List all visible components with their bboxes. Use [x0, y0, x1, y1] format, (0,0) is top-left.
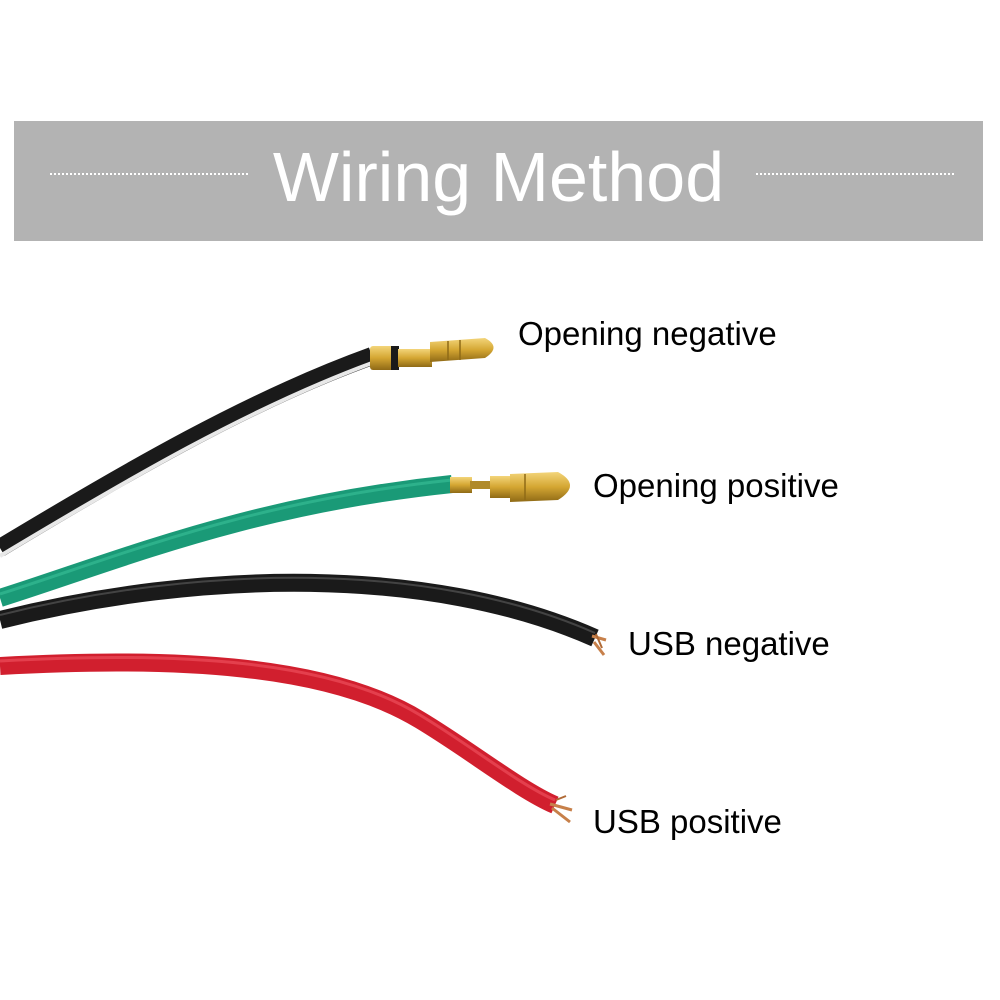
label-usb-negative: USB negative [628, 625, 830, 662]
opening-positive-wire [0, 475, 453, 607]
banner-dotted-line-right [756, 173, 954, 175]
usb-negative-wire [0, 573, 599, 647]
label-opening-negative: Opening negative [518, 315, 777, 352]
opening-negative-terminal [370, 338, 494, 370]
opening-positive-terminal [450, 472, 570, 502]
usb-positive-copper-strands [549, 795, 573, 824]
usb-positive-wire [0, 653, 559, 814]
page-title: Wiring Method [272, 138, 725, 216]
label-usb-positive: USB positive [593, 803, 782, 840]
label-opening-positive: Opening positive [593, 467, 839, 504]
usb-negative-copper-strands [591, 633, 607, 656]
title-banner: Wiring Method [14, 121, 983, 241]
banner-dotted-line-left [50, 173, 248, 175]
opening-negative-wire [0, 347, 376, 558]
